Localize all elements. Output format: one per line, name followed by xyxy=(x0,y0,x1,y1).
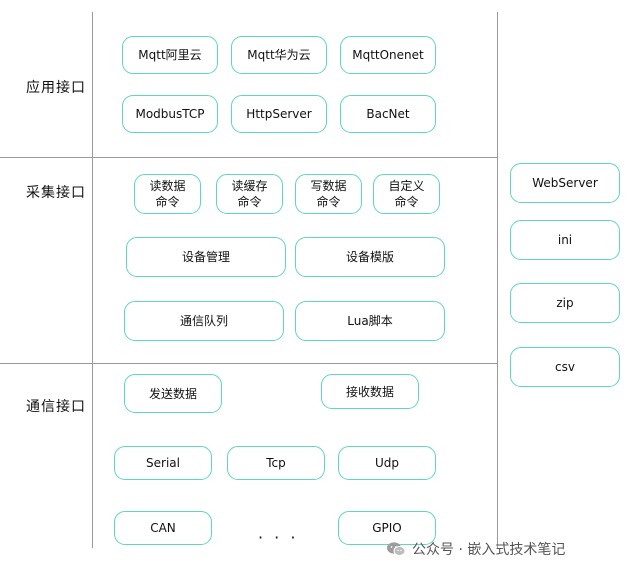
box-can: CAN xyxy=(114,511,212,545)
box-comm-queue: 通信队列 xyxy=(124,301,284,341)
box-gpio: GPIO xyxy=(338,511,436,545)
left-vertical-line xyxy=(92,12,93,548)
section-label-comm: 通信接口 xyxy=(26,399,86,415)
section-label-app: 应用接口 xyxy=(26,80,86,96)
box-mqtt-aliyun: Mqtt阿里云 xyxy=(122,36,218,74)
box-mqtt-huawei: Mqtt华为云 xyxy=(231,36,327,74)
box-tcp: Tcp xyxy=(227,446,325,480)
right-vertical-line xyxy=(497,12,498,548)
box-lua-script: Lua脚本 xyxy=(295,301,445,341)
box-send-data: 发送数据 xyxy=(124,374,222,413)
box-ini: ini xyxy=(510,220,620,260)
box-custom-command: 自定义 命令 xyxy=(373,174,440,214)
box-read-data-command: 读数据 命令 xyxy=(134,174,201,214)
box-mqtt-onenet: MqttOnenet xyxy=(340,36,436,74)
box-bacnet: BacNet xyxy=(340,95,436,133)
box-zip: zip xyxy=(510,283,620,323)
box-device-management: 设备管理 xyxy=(126,237,286,277)
section-label-collect: 采集接口 xyxy=(26,185,86,201)
box-serial: Serial xyxy=(114,446,212,480)
box-http-server: HttpServer xyxy=(231,95,327,133)
box-receive-data: 接收数据 xyxy=(321,374,419,409)
divider-collect-comm xyxy=(0,363,497,364)
box-webserver: WebServer xyxy=(510,163,620,203)
box-device-template: 设备模版 xyxy=(295,237,445,277)
ellipsis: · · · xyxy=(258,528,299,547)
box-read-cache-command: 读缓存 命令 xyxy=(216,174,283,214)
watermark: 公众号 · 嵌入式技术笔记 xyxy=(386,539,565,559)
box-udp: Udp xyxy=(338,446,436,480)
watermark-text: 公众号 · 嵌入式技术笔记 xyxy=(412,542,566,558)
box-write-data-command: 写数据 命令 xyxy=(295,174,362,214)
divider-app-collect xyxy=(0,157,497,158)
box-modbus-tcp: ModbusTCP xyxy=(122,95,218,133)
wechat-icon xyxy=(387,542,406,556)
box-csv: csv xyxy=(510,347,620,387)
